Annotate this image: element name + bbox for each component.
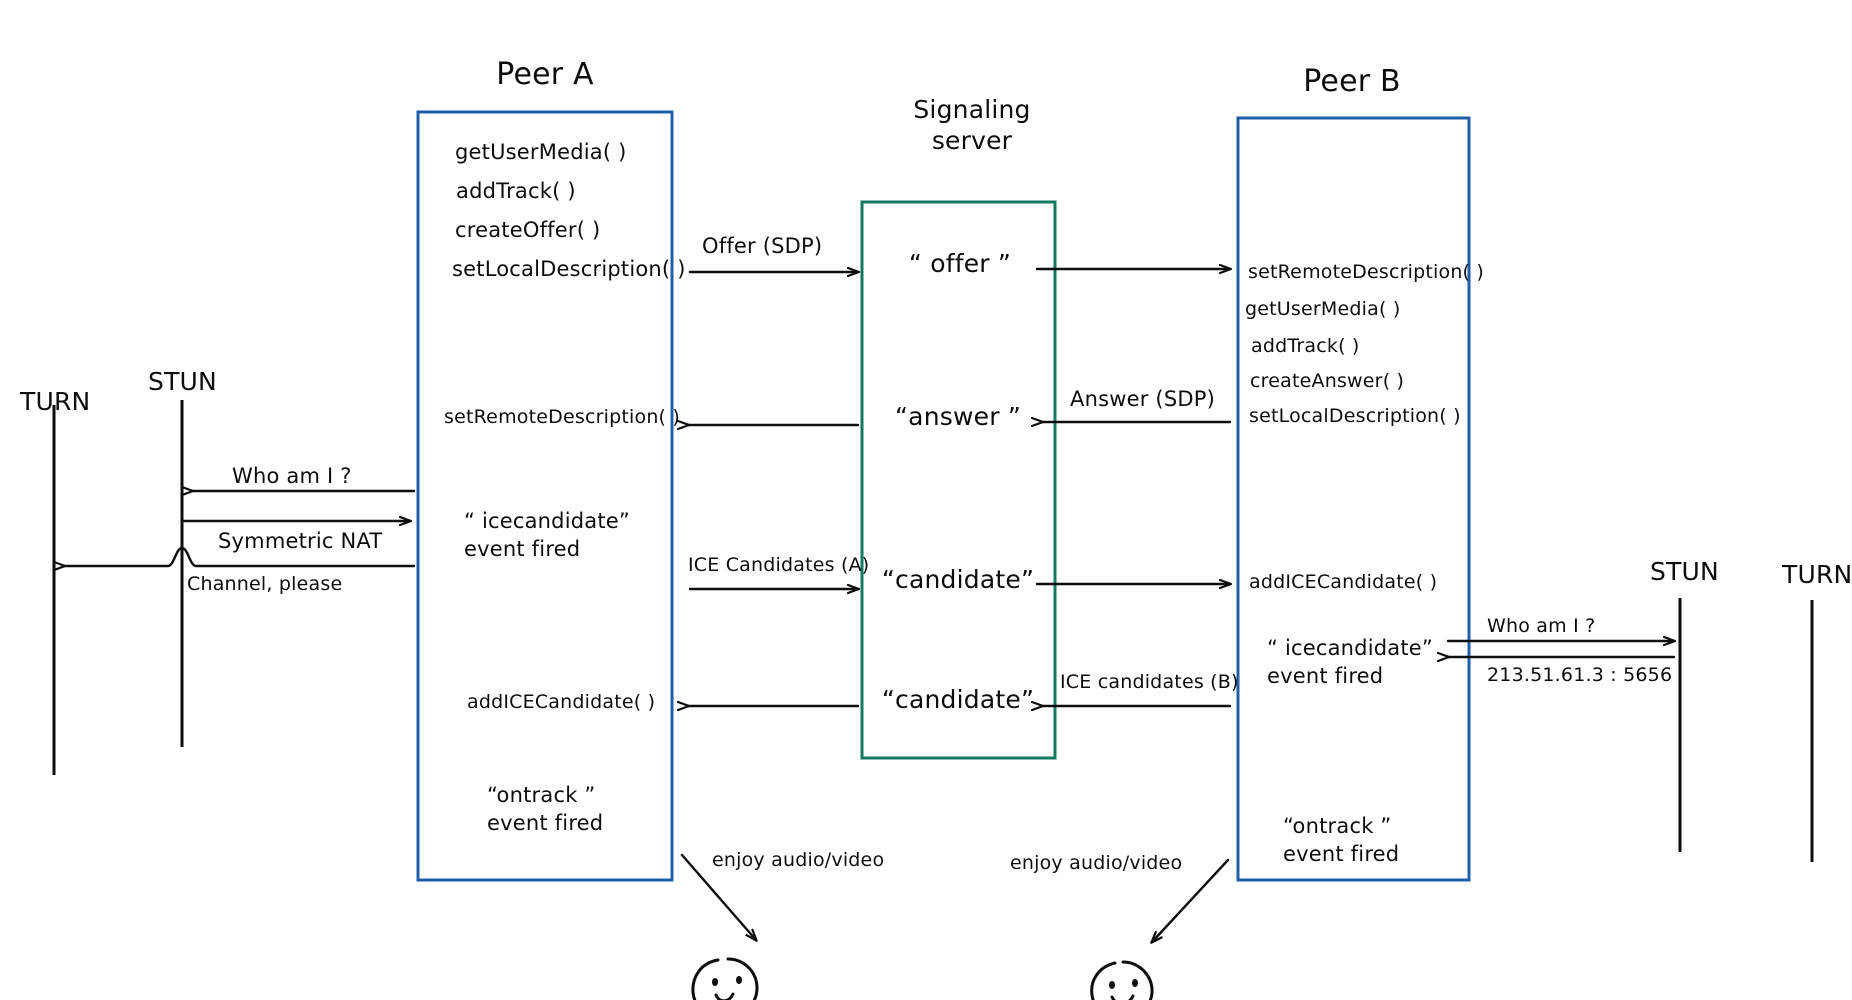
- peer-b-box: [1236, 116, 1471, 882]
- label-channel-please: Channel, please: [187, 573, 343, 595]
- label-ice-candidates-a: ICE Candidates (A): [688, 554, 870, 576]
- peer-a-step-set-remote-description: setRemoteDescription( ): [444, 406, 681, 428]
- label-symmetric-nat: Symmetric NAT: [218, 529, 383, 553]
- peer-a-box: [416, 110, 674, 882]
- peer-a-step-set-local-description: setLocalDescription( ): [452, 257, 686, 281]
- label-who-am-i-left: Who am I ?: [232, 464, 352, 488]
- peer-a-step-get-user-media: getUserMedia( ): [455, 140, 627, 164]
- peer-b-event-icecandidate: “ icecandidate” event fired: [1267, 636, 1433, 689]
- label-enjoy-audio-video-left: enjoy audio/video: [712, 849, 885, 871]
- label-who-am-i-right: Who am I ?: [1487, 615, 1596, 637]
- peer-b-step-set-local-description: setLocalDescription( ): [1249, 405, 1461, 427]
- signaling-server-box: [860, 200, 1057, 760]
- peer-a-step-create-offer: createOffer( ): [455, 218, 601, 242]
- signaling-message-offer: “ offer ”: [908, 249, 1012, 278]
- signaling-message-answer: “answer ”: [895, 402, 1021, 431]
- arrow-enjoy-right: [1152, 858, 1230, 942]
- smiley-face-left: [691, 957, 759, 1000]
- signaling-message-candidate-b: “candidate”: [881, 685, 1035, 714]
- peer-a-title: Peer A: [496, 57, 594, 92]
- peer-a-step-add-track: addTrack( ): [456, 179, 576, 203]
- peer-b-step-get-user-media: getUserMedia( ): [1245, 298, 1401, 320]
- label-answer-sdp: Answer (SDP): [1070, 387, 1215, 411]
- peer-a-event-icecandidate: “ icecandidate” event fired: [464, 509, 630, 562]
- arrow-channel-please: [64, 546, 416, 566]
- peer-a-event-ontrack: “ontrack ” event fired: [487, 783, 604, 836]
- peer-b-step-set-remote-description: setRemoteDescription( ): [1248, 261, 1485, 283]
- peer-b-title: Peer B: [1303, 64, 1401, 99]
- peer-a-step-add-ice-candidate: addICECandidate( ): [467, 691, 656, 713]
- signaling-server-title: Signaling server: [913, 95, 1031, 155]
- smiley-face-right: [1090, 960, 1154, 1000]
- stun-label-left: STUN: [148, 367, 217, 396]
- peer-b-event-ontrack: “ontrack ” event fired: [1283, 814, 1400, 867]
- peer-b-step-create-answer: createAnswer( ): [1250, 370, 1405, 392]
- turn-label-left: TURN: [20, 387, 91, 416]
- turn-label-right: TURN: [1782, 560, 1852, 589]
- peer-b-step-add-track: addTrack( ): [1251, 335, 1360, 357]
- label-stun-address: 213.51.61.3 : 5656: [1487, 664, 1673, 686]
- label-offer-sdp: Offer (SDP): [702, 234, 823, 258]
- peer-b-step-add-ice-candidate: addICECandidate( ): [1249, 571, 1438, 593]
- arrow-enjoy-left: [680, 853, 756, 940]
- stun-label-right: STUN: [1650, 557, 1719, 586]
- signaling-message-candidate-a: “candidate”: [881, 565, 1035, 594]
- label-enjoy-audio-video-right: enjoy audio/video: [1010, 852, 1183, 874]
- label-ice-candidates-b: ICE candidates (B): [1060, 671, 1239, 693]
